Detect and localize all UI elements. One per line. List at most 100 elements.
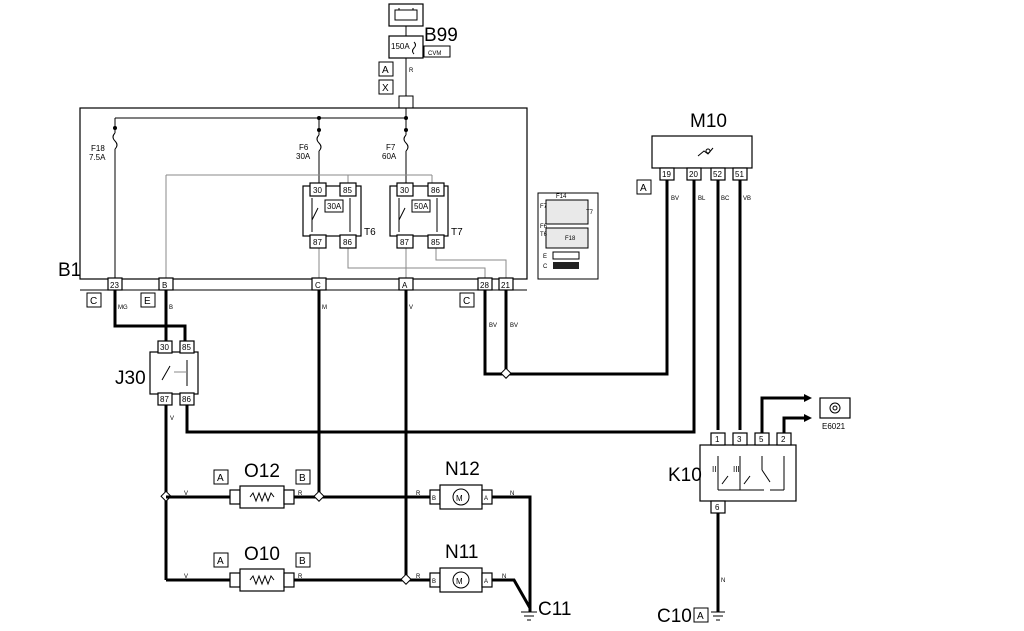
wire-bl: BL: [698, 196, 706, 202]
f18-fuse-symbol: [112, 132, 118, 150]
n11-conn-b: B: [432, 579, 436, 585]
wire-vb: VB: [743, 196, 751, 202]
t7-pin-30: 30: [400, 186, 409, 195]
m10-pin-51: 51: [735, 170, 744, 179]
j30-pin-30: 30: [160, 343, 169, 352]
c10-label: C10: [657, 606, 692, 627]
f7-fuse-symbol: [403, 134, 409, 152]
svg-text:M: M: [456, 577, 463, 586]
b1-connector-e: E: [144, 296, 151, 307]
k10-pin-5: 5: [759, 435, 764, 444]
wire-b: B: [169, 305, 173, 311]
n12-conn-b: B: [432, 496, 436, 502]
c10-ground-symbol: [711, 611, 725, 621]
o12-resistor: [229, 485, 295, 509]
wire-r-n11: R: [416, 574, 421, 580]
m10-unit: 19 20 52 51: [651, 135, 753, 181]
k10-switch: 1 3 5 2 6 II III: [699, 432, 797, 514]
c10-connector-a: A: [697, 611, 704, 622]
o10-conn-a: A: [217, 556, 224, 567]
k10-contact-iii: III: [733, 465, 740, 474]
t6-relay: 30 85 87 86 30A: [302, 182, 362, 249]
k10-contact-ii: II: [712, 465, 716, 474]
t7-relay: 30 86 87 85 50A: [389, 182, 449, 249]
inset-label-f6: F6: [540, 224, 548, 230]
c11-ground-symbol: [521, 611, 537, 621]
wire-m: M: [322, 305, 327, 311]
k10-label: K10: [668, 465, 702, 486]
wire-v-o12: V: [184, 491, 188, 497]
b99-fuse-rating: 150A: [391, 42, 410, 51]
j30-pin-85: 85: [182, 343, 191, 352]
n12-motor: M B A: [429, 484, 493, 510]
b1-pin-28: 28: [480, 281, 489, 290]
f6-label: F6: [299, 143, 309, 152]
n12-conn-a: A: [484, 496, 488, 502]
o10-conn-b: B: [299, 556, 306, 567]
b1-connector-c-left: C: [90, 296, 97, 307]
wire-bv-21: BV: [510, 323, 518, 329]
b1-pin-21: 21: [501, 281, 510, 290]
n11-conn-a: A: [484, 579, 488, 585]
m10-label: M10: [690, 111, 727, 132]
b99-tag: CVM: [428, 51, 441, 57]
wire-n-k10: N: [721, 578, 725, 584]
b1-label: B1: [58, 260, 81, 281]
f18-rating: 7.5A: [89, 153, 106, 162]
f7-label: F7: [386, 143, 396, 152]
j30-pin-86: 86: [182, 395, 191, 404]
wire-v-b1: V: [409, 305, 413, 311]
inset-label-e: E: [543, 254, 547, 260]
t7-rating: 50A: [414, 202, 429, 211]
battery-symbol: [388, 3, 424, 27]
t7-pin-86: 86: [431, 186, 440, 195]
svg-text:M: M: [456, 494, 463, 503]
t6-pin-86: 86: [343, 238, 352, 247]
wire-v-j30: V: [170, 416, 174, 422]
wire-n-n11: N: [502, 574, 506, 580]
t6-label: T6: [364, 227, 376, 238]
m10-pin-52: 52: [713, 170, 722, 179]
wire-n-n12: N: [510, 491, 514, 497]
t6-rating: 30A: [327, 202, 342, 211]
t6-pin-85: 85: [343, 186, 352, 195]
wire-r-o10: R: [298, 574, 303, 580]
t7-label: T7: [451, 227, 463, 238]
inset-label-t6: T6: [540, 232, 548, 238]
b99-fuse-box: 150A: [388, 35, 424, 59]
k10-pin-3: 3: [737, 435, 742, 444]
o12-conn-b: B: [299, 473, 306, 484]
inset-label-t7: T7: [586, 210, 594, 216]
inset-label-c: C: [543, 264, 548, 270]
o10-resistor: [229, 568, 295, 592]
j30-relay: 30 85 87 86: [149, 340, 199, 406]
o10-label: O10: [244, 544, 280, 565]
f7-rating: 60A: [382, 152, 397, 161]
m10-pin-19: 19: [662, 170, 671, 179]
e6021-label: E6021: [822, 422, 846, 431]
wire-v-o10: V: [184, 574, 188, 580]
j30-label: J30: [115, 368, 146, 389]
k10-pin-1: 1: [715, 435, 720, 444]
b1-pin-b: B: [162, 281, 167, 290]
wire-bv-m10: BV: [671, 196, 679, 202]
f6-rating: 30A: [296, 152, 311, 161]
f6-fuse-symbol: [316, 134, 322, 152]
o12-label: O12: [244, 461, 280, 482]
b1-connector-c-right: C: [463, 296, 470, 307]
j30-pin-87: 87: [160, 395, 169, 404]
m10-pin-20: 20: [689, 170, 698, 179]
wire-r-b99: R: [409, 68, 414, 74]
wire-bv-28: BV: [489, 323, 497, 329]
inset-label-f18: F18: [565, 236, 576, 242]
wire-bc: BC: [721, 196, 730, 202]
fusebox-inset-diagram: F14 F7 T7 F6 T6 F18 E C: [537, 192, 599, 280]
b99-label: B99: [424, 25, 458, 46]
b1-pin-c: C: [315, 281, 321, 290]
f18-label: F18: [91, 144, 105, 153]
b99-connector-a: A: [382, 65, 389, 76]
b99-connector-x: X: [382, 83, 389, 94]
e6021-connector: [819, 397, 851, 419]
wire-mg: MG: [118, 305, 128, 311]
